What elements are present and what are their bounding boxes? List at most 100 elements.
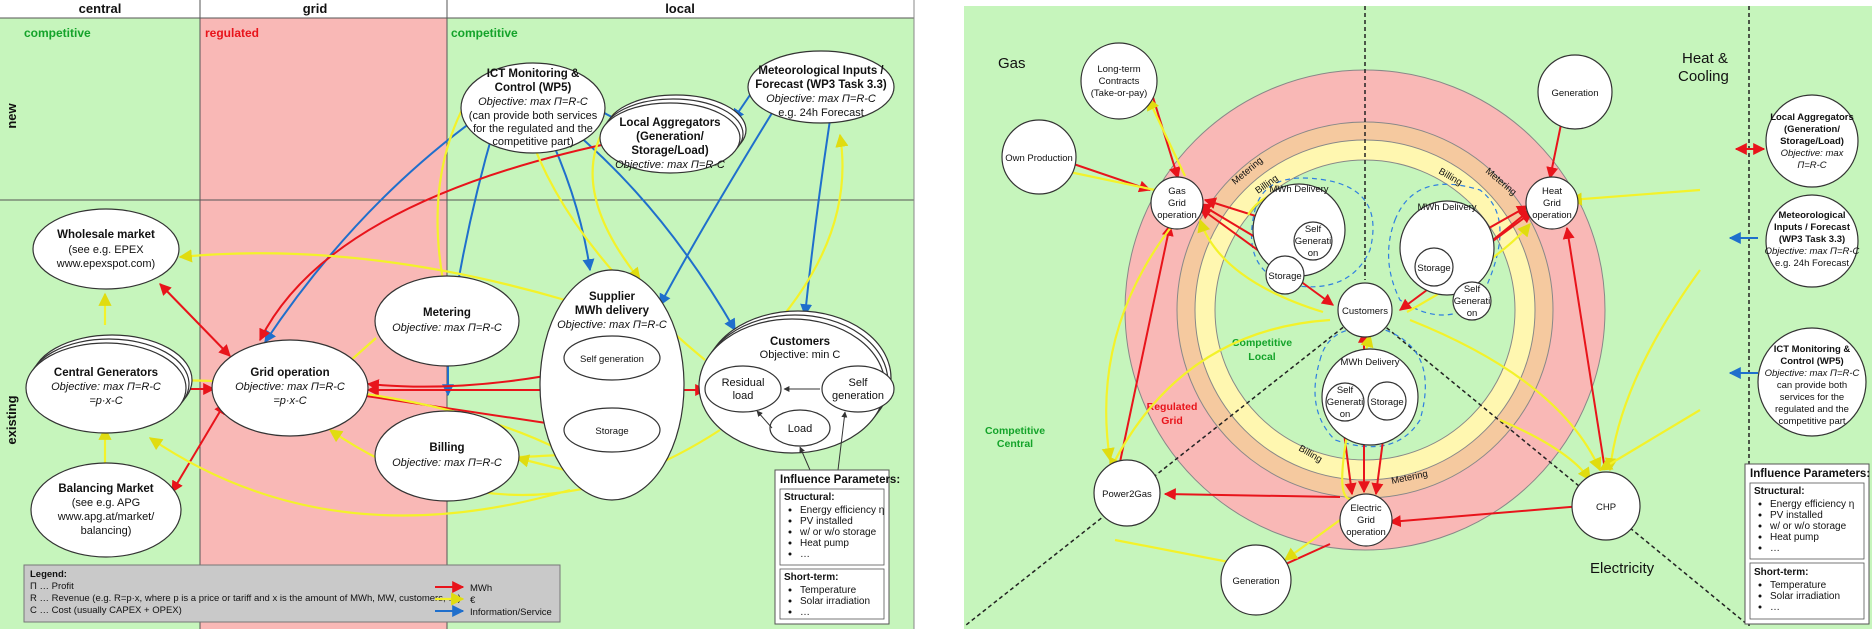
svg-text:Influence Parameters:: Influence Parameters: [1750, 468, 1870, 480]
svg-text:(see e.g. EPEX: (see e.g. EPEX [68, 244, 144, 256]
node-meteorological: Meteorological Inputs / Forecast (WP3 Ta… [747, 50, 895, 124]
svg-text:Gas: Gas [1168, 186, 1186, 197]
svg-text:Contracts: Contracts [1099, 76, 1140, 87]
svg-text:Generation: Generation [1232, 576, 1279, 587]
node-grid-operation: Grid operation Objective: max Π=R-C =p·x… [211, 339, 369, 437]
svg-text:on: on [1308, 248, 1319, 259]
sector-heat-1: Heat & [1682, 50, 1728, 67]
left-diagram: central grid local new existing competit… [0, 0, 915, 629]
svg-text:C … Cost (usually CAPEX + OPEX: C … Cost (usually CAPEX + OPEX) [30, 605, 182, 616]
sector-electricity: Electricity [1590, 560, 1655, 577]
svg-text:Supplier: Supplier [589, 291, 636, 303]
svg-text:operation: operation [1157, 210, 1197, 221]
zone-competitive-central: competitive [24, 26, 91, 40]
svg-text:Metering: Metering [423, 307, 471, 319]
right-influence-parameters: Influence Parameters: Structural: Energy… [1744, 463, 1870, 625]
node-generation-bottom: Generation [1220, 544, 1292, 616]
svg-text:Forecast (WP3 Task 3.3): Forecast (WP3 Task 3.3) [755, 79, 887, 91]
svg-text:Customers: Customers [770, 336, 830, 348]
sector-heat-2: Cooling [1678, 68, 1729, 85]
svg-text:MWh Delivery: MWh Delivery [1340, 357, 1399, 368]
svg-text:Π=R-C: Π=R-C [1797, 160, 1826, 171]
row-label-new: new [4, 102, 19, 128]
svg-text:Π … Profit: Π … Profit [30, 581, 74, 592]
svg-text:Generation: Generation [1551, 88, 1598, 99]
svg-text:Grid: Grid [1168, 198, 1186, 209]
svg-text:regulated and the: regulated and the [1775, 404, 1849, 415]
svg-text:Objective: max Π=R-C: Objective: max Π=R-C [235, 381, 345, 393]
svg-text:R … Revenue (e.g. R=p·x, where: R … Revenue (e.g. R=p·x, where p is a pr… [30, 593, 461, 604]
svg-text:Inputs / Forecast: Inputs / Forecast [1774, 222, 1851, 233]
svg-text:Generati: Generati [1327, 397, 1363, 408]
svg-text:e.g. 24h Forecast: e.g. 24h Forecast [778, 107, 864, 119]
svg-text:Storage: Storage [1370, 397, 1403, 408]
supplier-self-generation: Self generation [580, 354, 644, 365]
svg-text:Control (WP5): Control (WP5) [495, 82, 572, 94]
svg-text:w/ or w/o storage: w/ or w/o storage [1769, 521, 1847, 532]
svg-text:competitive part): competitive part) [492, 136, 573, 148]
svg-text:Influence Parameters:: Influence Parameters: [780, 474, 900, 486]
node-customers-center: Customers [1337, 282, 1393, 338]
svg-text:MWh Delivery: MWh Delivery [1269, 184, 1328, 195]
node-mwh-delivery-2: MWh Delivery Storage Self Generati on [1399, 200, 1495, 321]
svg-text:Power2Gas: Power2Gas [1102, 489, 1152, 500]
svg-text:Local Aggregators: Local Aggregators [1770, 112, 1854, 123]
svg-text:ICT Monitoring &: ICT Monitoring & [1774, 344, 1851, 355]
node-central-generators: Central Generators Objective: max Π=R-C … [25, 334, 193, 434]
svg-text:…: … [1770, 602, 1780, 613]
node-electric-grid: Electric Grid operation [1339, 493, 1393, 547]
svg-text:Electric: Electric [1350, 503, 1381, 514]
svg-text:MWh Delivery: MWh Delivery [1417, 202, 1476, 213]
node-customers: Customers Objective: min C Residual load… [698, 310, 895, 471]
svg-text:Storage: Storage [1268, 271, 1301, 282]
zone-competitive-local-2: Local [1248, 351, 1276, 363]
svg-text:Customers: Customers [1342, 306, 1388, 317]
svg-text:Self: Self [849, 377, 869, 389]
svg-text:MWh: MWh [470, 583, 492, 594]
svg-text:Objective: max Π=R-C: Objective: max Π=R-C [1765, 246, 1860, 257]
node-billing: Billing Objective: max Π=R-C [374, 410, 520, 502]
svg-text:Meteorological: Meteorological [1778, 210, 1845, 221]
svg-text:€: € [470, 595, 476, 606]
svg-text:w/ or w/o storage: w/ or w/o storage [799, 527, 877, 538]
svg-text:Objective: max Π=R-C: Objective: max Π=R-C [766, 93, 876, 105]
svg-text:…: … [1770, 543, 1780, 554]
row-label-existing: existing [4, 395, 19, 444]
node-side-meteorological: Meteorological Inputs / Forecast (WP3 Ta… [1765, 194, 1860, 288]
svg-text:Self: Self [1464, 284, 1481, 295]
node-supplier: Supplier MWh delivery Objective: max Π=R… [539, 269, 685, 501]
left-legend: Legend: Π … Profit R … Revenue (e.g. R=p… [23, 564, 561, 623]
svg-text:e.g. 24h Forecast: e.g. 24h Forecast [1775, 258, 1849, 269]
svg-text:Energy efficiency η: Energy efficiency η [800, 505, 884, 516]
node-balancing-market: Balancing Market (see e.g. APG www.apg.a… [30, 462, 182, 558]
svg-text:www.epexspot.com): www.epexspot.com) [56, 258, 155, 270]
svg-text:Solar irradiation: Solar irradiation [800, 596, 870, 607]
node-power2gas: Power2Gas [1093, 459, 1161, 527]
svg-text:=p·x-C: =p·x-C [89, 395, 122, 407]
svg-text:Heat pump: Heat pump [800, 538, 849, 549]
svg-text:=p·x-C: =p·x-C [273, 395, 306, 407]
svg-text:Objective: max Π=R-C: Objective: max Π=R-C [1765, 368, 1860, 379]
svg-text:Load: Load [788, 423, 812, 435]
svg-text:Solar irradiation: Solar irradiation [1770, 591, 1840, 602]
svg-text:operation: operation [1346, 527, 1386, 538]
svg-text:Structural:: Structural: [784, 492, 835, 503]
svg-text:Long-term: Long-term [1097, 64, 1140, 75]
node-generation-top: Generation [1537, 54, 1613, 130]
svg-text:Objective: max Π=R-C: Objective: max Π=R-C [615, 159, 725, 171]
node-local-aggregators: Local Aggregators (Generation/ Storage/L… [599, 94, 747, 174]
svg-text:(WP3 Task 3.3): (WP3 Task 3.3) [1779, 234, 1845, 245]
svg-text:Wholesale market: Wholesale market [57, 229, 155, 241]
col-header-local: local [665, 1, 695, 16]
svg-text:Storage/Load): Storage/Load) [1780, 136, 1844, 147]
svg-text:on: on [1467, 308, 1478, 319]
svg-text:Self: Self [1305, 224, 1322, 235]
svg-text:Objective: max Π=R-C: Objective: max Π=R-C [51, 381, 161, 393]
svg-text:Own Production: Own Production [1005, 153, 1073, 164]
svg-text:operation: operation [1532, 210, 1572, 221]
svg-text:PV installed: PV installed [800, 516, 853, 527]
sector-gas: Gas [998, 55, 1026, 72]
svg-text:for the regulated and the: for the regulated and the [473, 123, 593, 135]
svg-text:competitive part: competitive part [1778, 416, 1845, 427]
